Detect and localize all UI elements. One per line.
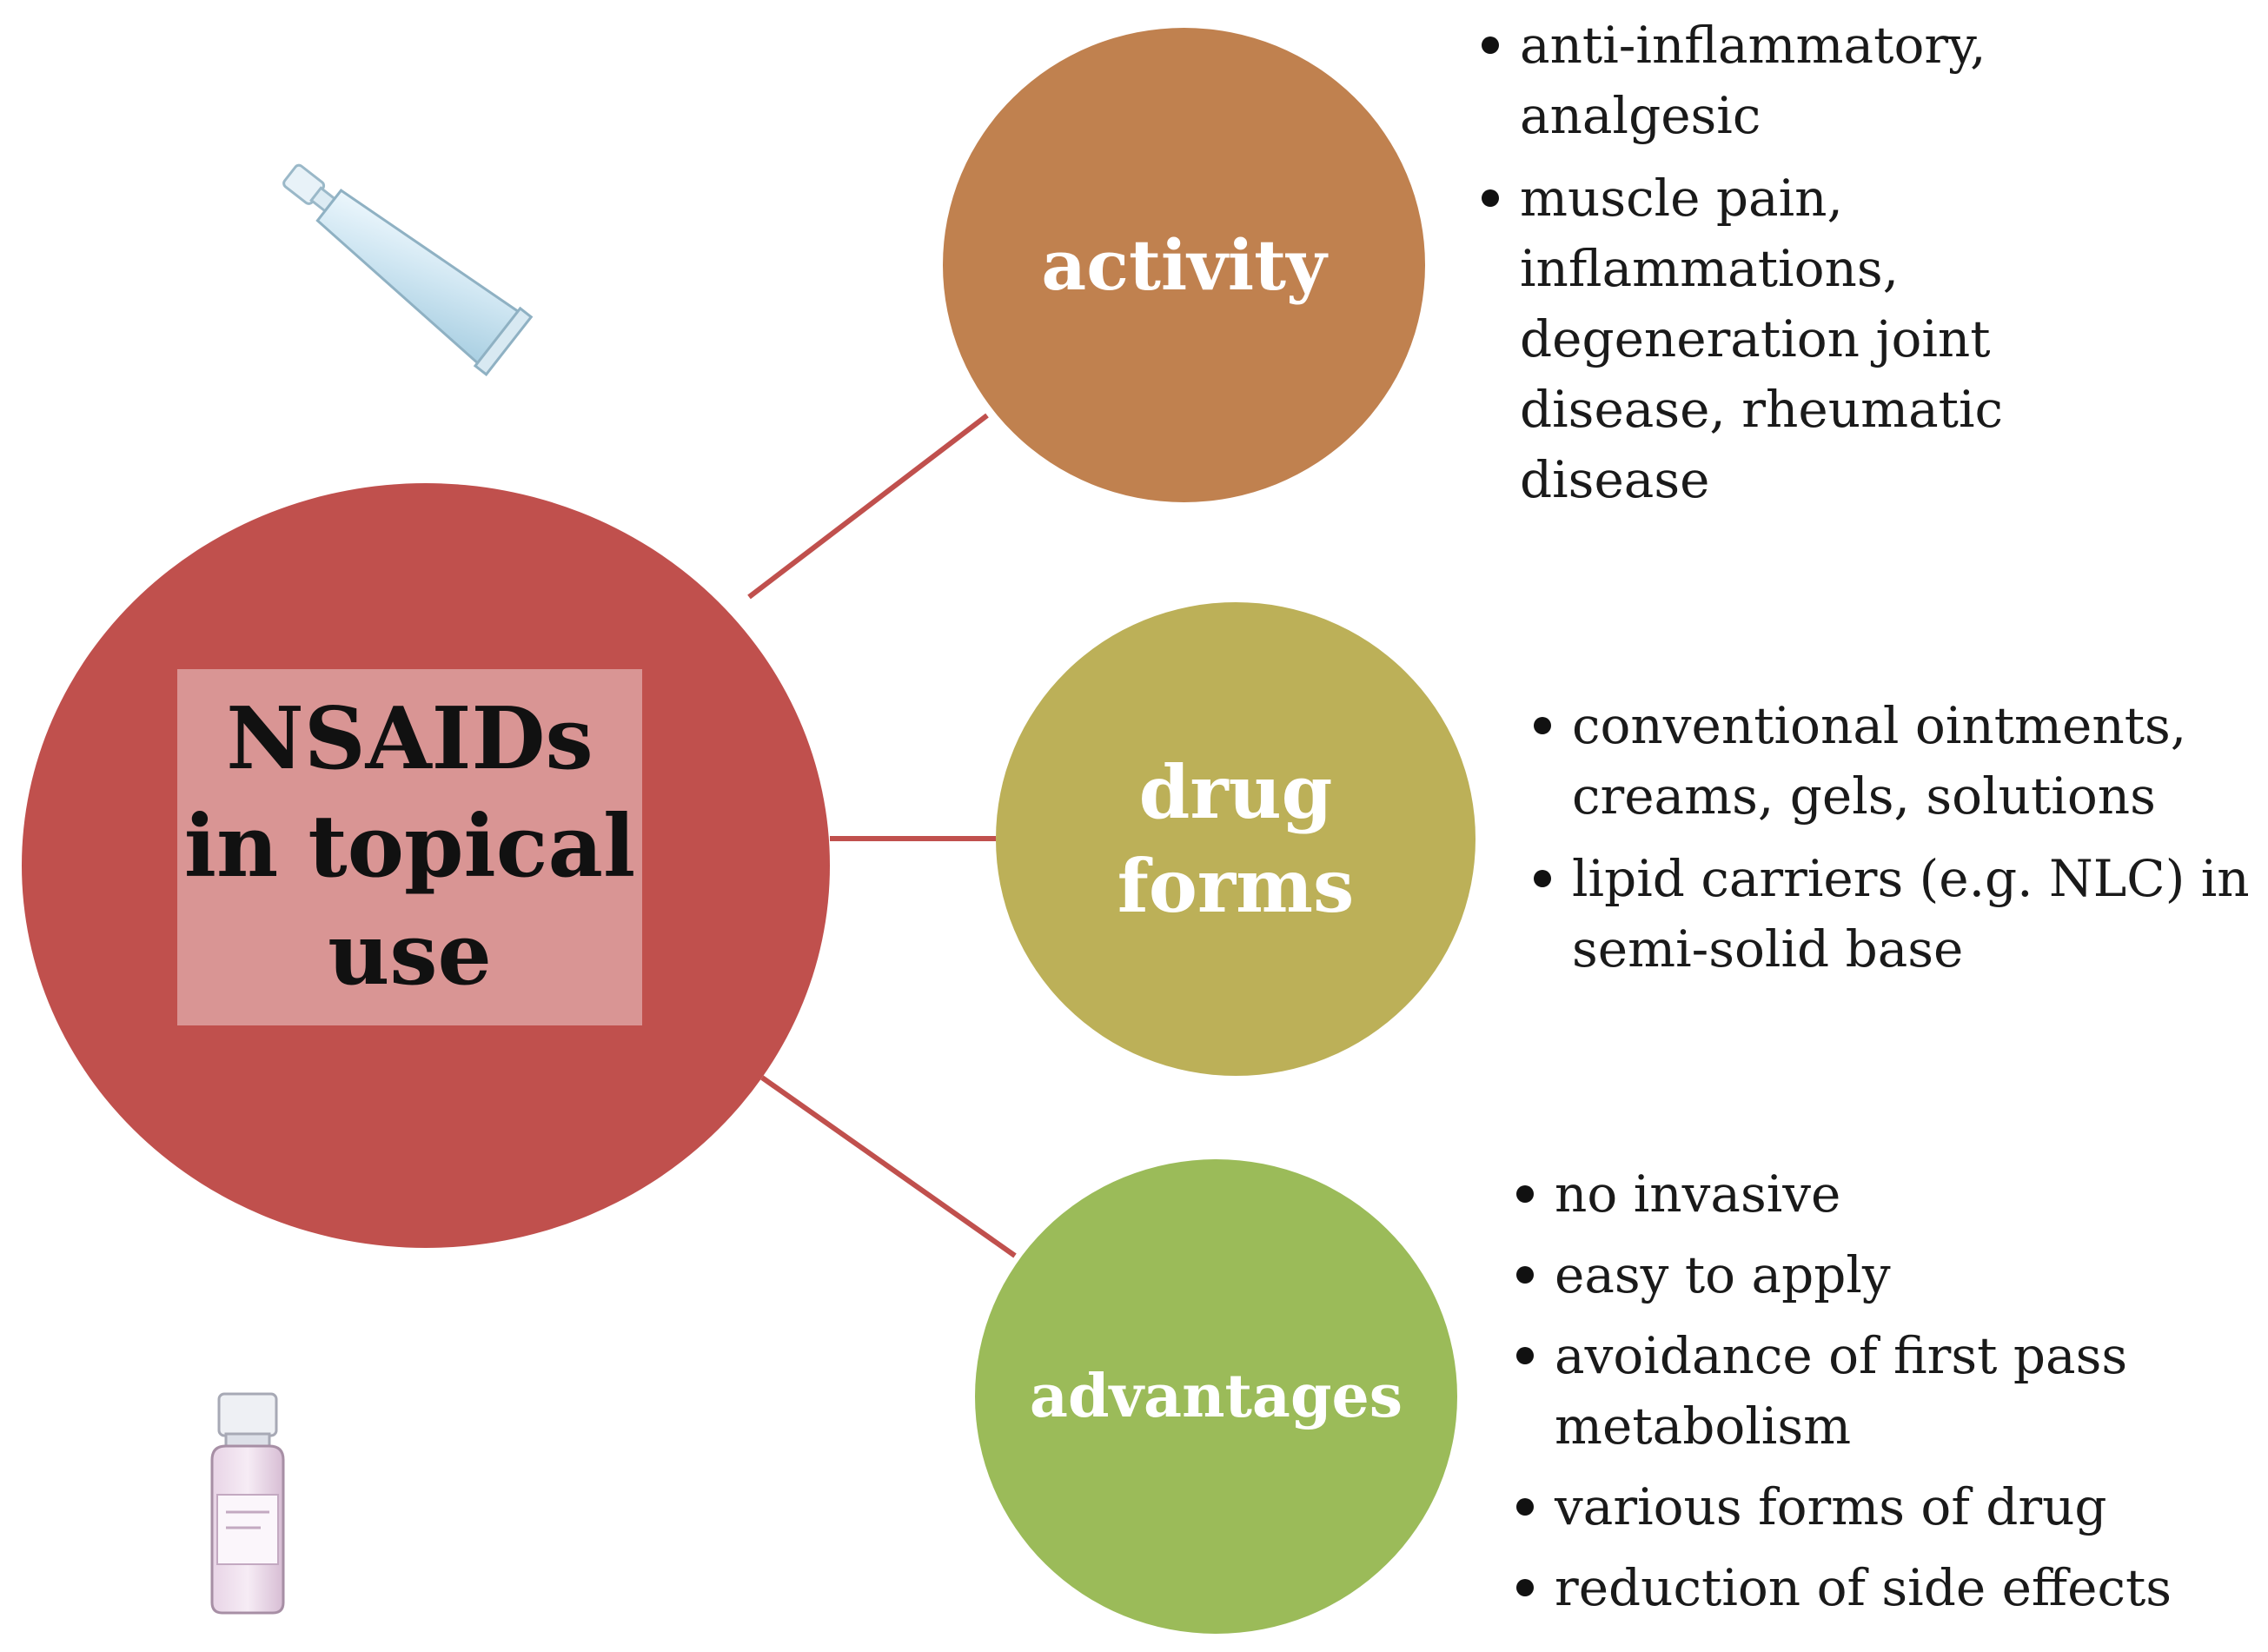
bullet-line: analgesic [1520, 86, 1761, 145]
bullet-line: avoidance of first pass [1555, 1326, 2128, 1385]
bullet-line: muscle pain, [1520, 169, 1843, 228]
hub-title-line: in topical [183, 797, 636, 897]
bullet-item: avoidance of first pass metabolism [1516, 1321, 2238, 1462]
ointment-tube-icon [282, 163, 534, 376]
bullet-line: degeneration joint [1520, 309, 1991, 368]
hub-title-line: use [328, 905, 492, 1005]
bullet-line: conventional ointments, [1572, 696, 2187, 755]
bullet-line: creams, gels, solutions [1572, 766, 2156, 826]
hub-title-box: NSAIDs in topical use [177, 669, 642, 1025]
bullet-line: metabolism [1555, 1397, 1852, 1456]
connector-advantages [760, 1075, 1017, 1258]
bullet-line: disease [1520, 450, 1710, 509]
hub-title-line: NSAIDs [226, 689, 594, 789]
bullet-item: muscle pain, inflammations, degeneration… [1482, 163, 2142, 515]
advantages-label-line: advantages [1029, 1362, 1403, 1431]
activity-label-line: activity [1041, 224, 1327, 306]
advantages-bullet-list: no invasive easy to apply avoidance of f… [1516, 1159, 2238, 1634]
connector-activity [747, 413, 989, 600]
drug-forms-label: drug forms [1117, 746, 1355, 933]
bullet-item: lipid carriers (e.g. NLC) in semi-solid … [1534, 844, 2268, 985]
bullet-line: easy to apply [1555, 1245, 1891, 1304]
advantages-label: advantages [1030, 1350, 1403, 1443]
bullet-line: inflammations, [1520, 239, 1900, 298]
bullet-line: anti-inflammatory, [1520, 16, 1986, 75]
bullet-line: various forms of drug [1555, 1477, 2107, 1536]
bullet-item: anti-inflammatory, analgesic [1482, 10, 2142, 151]
drug-forms-circle: drug forms [996, 602, 1476, 1076]
lotion-bottle-icon [210, 1392, 285, 1615]
bullet-line: no invasive [1555, 1164, 1841, 1224]
activity-circle: activity [943, 28, 1425, 502]
bullet-item: no invasive [1516, 1159, 2238, 1230]
bullet-item: easy to apply [1516, 1240, 2238, 1310]
bullet-line: reduction of side effects [1555, 1558, 2172, 1617]
drug-forms-bullet-list: conventional ointments, creams, gels, so… [1534, 691, 2268, 997]
drug-forms-label-line: drug [1138, 748, 1333, 835]
bullet-item: reduction of side effects [1516, 1553, 2238, 1623]
bullet-line: semi-solid base [1572, 919, 1964, 979]
advantages-circle: advantages [975, 1159, 1457, 1634]
bullet-item: conventional ointments, creams, gels, so… [1534, 691, 2268, 832]
bullet-line: disease, rheumatic [1520, 380, 2003, 439]
activity-bullet-list: anti-inflammatory, analgesic muscle pain… [1482, 10, 2142, 527]
activity-label: activity [1041, 218, 1326, 312]
drug-forms-label-line: forms [1117, 842, 1355, 929]
bullet-item: various forms of drug [1516, 1472, 2238, 1543]
bullet-line: lipid carriers (e.g. NLC) in [1572, 849, 2250, 908]
